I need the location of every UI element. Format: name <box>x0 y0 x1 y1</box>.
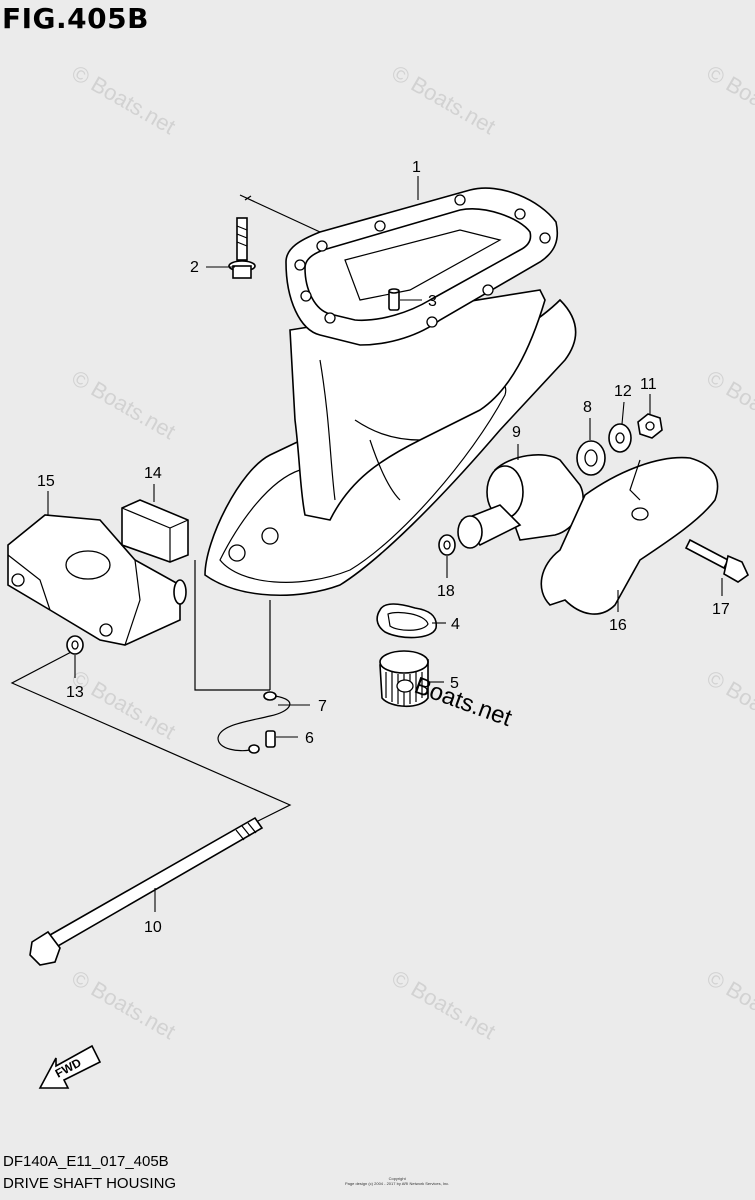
callout-16: 16 <box>609 617 627 634</box>
assembly-line <box>244 195 252 201</box>
assembly-line <box>194 560 270 691</box>
washer <box>66 635 84 655</box>
screw <box>265 730 276 748</box>
callout-4: 4 <box>451 616 460 633</box>
copyright-line: Page design (c) 2004 - 2017 by ARI Netwo… <box>345 1181 450 1186</box>
callout-11: 11 <box>640 376 657 393</box>
callout-6: 6 <box>305 730 314 747</box>
callout-8: 8 <box>583 399 592 416</box>
callout-13: 13 <box>66 684 84 701</box>
assembly-line <box>10 649 292 831</box>
callout-15: 15 <box>37 473 55 490</box>
washer <box>438 534 456 556</box>
mount-bracket <box>7 514 187 646</box>
bolt <box>228 217 256 279</box>
gasket <box>376 603 438 639</box>
callout-12: 12 <box>614 383 632 400</box>
ground-wire <box>217 691 291 754</box>
callout-9: 9 <box>512 424 521 441</box>
fwd-arrow-icon: FWD <box>38 1044 102 1089</box>
stud-bolt <box>29 816 264 966</box>
figure-title: FIG.405B <box>2 2 149 35</box>
washer <box>608 423 632 453</box>
mount-rubber <box>457 454 584 549</box>
assembly-line <box>239 194 321 233</box>
callout-17: 17 <box>712 601 730 618</box>
callout-7: 7 <box>318 698 327 715</box>
washer <box>576 440 606 476</box>
dowel-pin <box>388 288 400 311</box>
leader-line <box>621 401 625 425</box>
figure-code: DF140A_E11_017_405B <box>3 1153 169 1170</box>
nut <box>637 413 663 439</box>
callout-3: 3 <box>428 293 437 310</box>
bolt <box>684 538 750 583</box>
callout-10: 10 <box>144 919 162 936</box>
copyright-line: Copyright <box>388 1176 406 1181</box>
rubber-block <box>121 499 189 563</box>
water-strainer <box>379 650 429 708</box>
mount-cover <box>540 456 719 615</box>
callout-5: 5 <box>450 675 459 692</box>
figure-name: DRIVE SHAFT HOUSING <box>3 1175 177 1192</box>
callout-2: 2 <box>190 259 199 276</box>
callout-1: 1 <box>412 159 421 176</box>
callout-14: 14 <box>144 465 162 482</box>
drive-shaft-housing <box>204 187 577 597</box>
copyright-notice: Copyright Page design (c) 2004 - 2017 by… <box>345 1176 449 1186</box>
callout-18: 18 <box>437 583 455 600</box>
